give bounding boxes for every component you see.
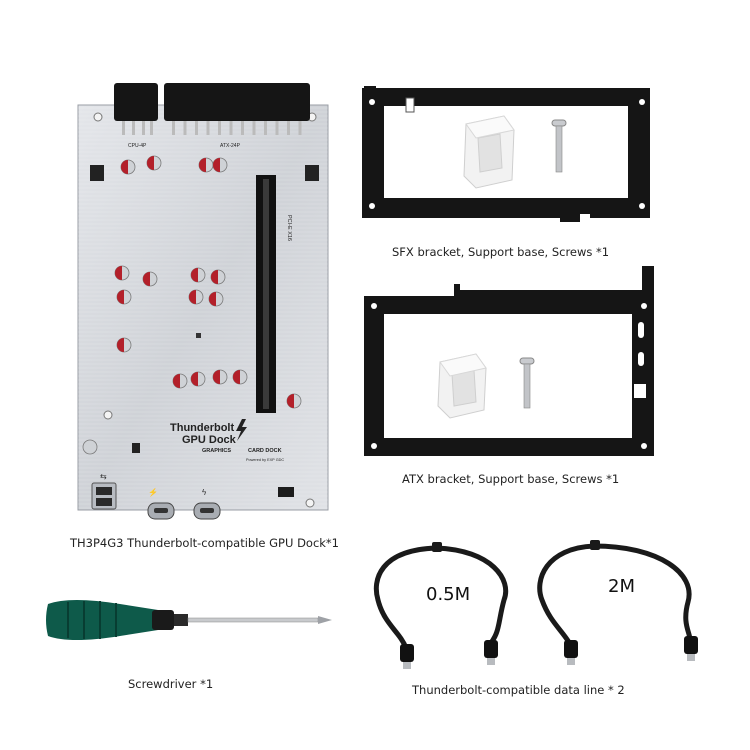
thunderbolt-icon: ϟ	[202, 488, 207, 497]
atx-pin	[287, 121, 290, 135]
gpu-dock-board-illustration: CPU-4P ATX-24P PCI-E X16	[77, 83, 329, 520]
sfx-caption: SFX bracket, Support base, Screws *1	[392, 245, 610, 259]
cpu-header-label: CPU-4P	[128, 143, 147, 149]
brand-line-3: GRAPHICS	[202, 448, 231, 454]
cable-0-5m-connector-a	[400, 644, 414, 669]
atx-pin	[195, 121, 198, 135]
capacitors	[82, 155, 302, 455]
cable-short-label: 0.5M	[426, 584, 470, 605]
atx-pin	[241, 121, 244, 135]
dock-caption: TH3P4G3 Thunderbolt-compatible GPU Dock*…	[70, 536, 340, 550]
cable-long-label: 2M	[608, 576, 635, 597]
cable-2m-connector-b	[684, 636, 698, 661]
atx-24p-connector	[164, 83, 310, 121]
sfx-screw	[551, 119, 567, 173]
atx-pin	[252, 121, 256, 135]
brand-line-2: GPU Dock	[182, 434, 237, 446]
sfx-support-base	[463, 115, 515, 189]
sfx-bolt-icon-2: ϟ	[408, 175, 413, 184]
cable-2m	[537, 543, 693, 647]
atx-usb-icon: ⇆	[620, 387, 627, 396]
atx-pin	[172, 121, 175, 135]
atx-pin	[229, 121, 233, 135]
atx-screw	[519, 357, 535, 409]
sfx-bracket-illustration: ▭ ϟ ϟ	[362, 86, 650, 222]
lightning-bolt-icon	[236, 419, 247, 441]
pcie-slot-label: PCI-E X16	[286, 215, 292, 241]
cpu-4p-connector	[114, 83, 158, 121]
screwdriver-caption: Screwdriver *1	[128, 677, 214, 691]
atx-pin	[183, 121, 187, 135]
atx-pin	[275, 121, 279, 135]
atx-caption: ATX bracket, Support base, Screws *1	[402, 472, 620, 486]
cable-2m-connector-a	[564, 640, 578, 665]
dock-branding: Thunderbolt GPU Dock GRAPHICS CARD DOCK …	[170, 419, 284, 462]
brand-line-1: Thunderbolt	[170, 422, 234, 434]
atx-pin	[298, 121, 302, 135]
atx-bolt-icon: ϟ	[620, 327, 625, 336]
usb-symbol-icon: ⇆	[100, 472, 107, 481]
atx-bracket-illustration: ϟ ▭ ⇆	[364, 266, 654, 456]
power-plug-icon: ⚡	[148, 487, 158, 497]
brand-powered: Powered by EXP GDC	[246, 458, 284, 462]
sfx-battery-icon: ▭	[408, 131, 416, 140]
atx-pin	[218, 121, 221, 135]
brand-line-4: CARD DOCK	[248, 448, 282, 454]
atx-battery-icon: ▭	[620, 355, 628, 364]
cable-0-5m-connector-b	[484, 640, 498, 665]
screwdriver-illustration	[46, 600, 332, 640]
sfx-bolt-icon: ϟ	[408, 147, 413, 156]
atx-header-label: ATX-24P	[220, 143, 241, 149]
cable-0-5m	[373, 545, 509, 651]
thunderbolt-cables-illustration: 0.5M 2M	[373, 540, 698, 669]
atx-support-base	[437, 353, 487, 419]
cables-caption: Thunderbolt-compatible data line * 2	[412, 683, 625, 697]
atx-pin	[206, 121, 210, 135]
atx-pin	[264, 121, 267, 135]
